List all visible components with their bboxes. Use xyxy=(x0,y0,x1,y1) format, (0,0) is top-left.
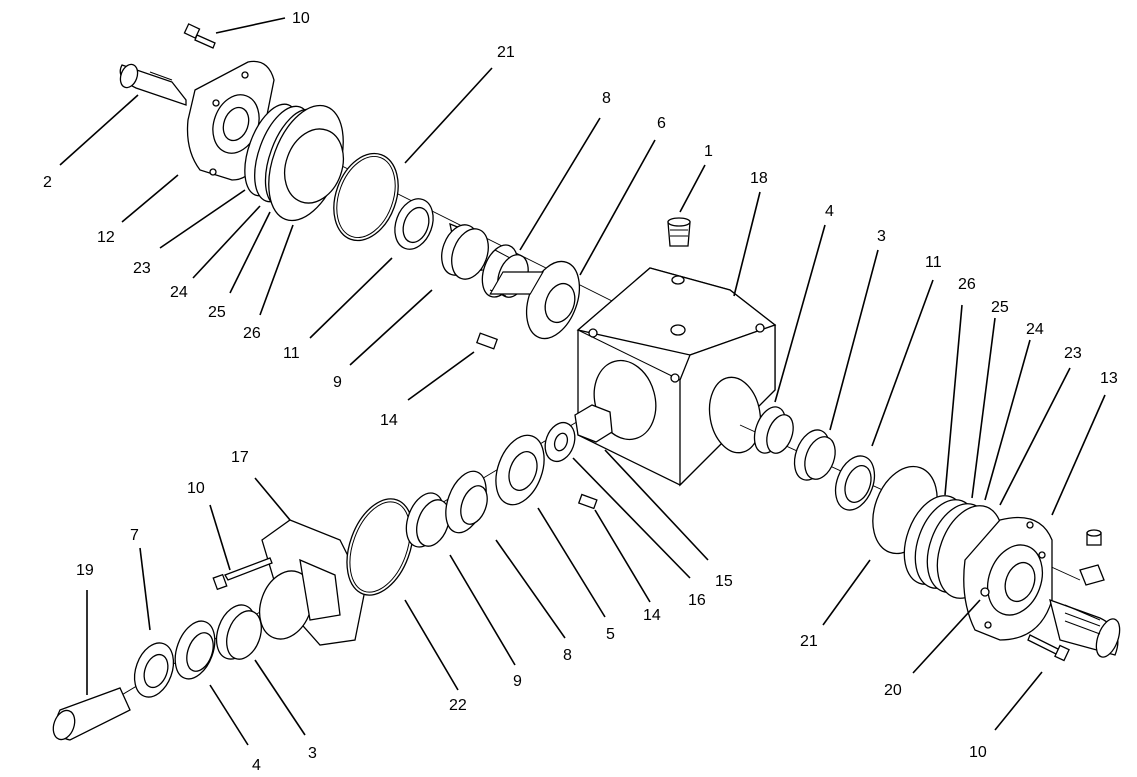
bearing-cone-right xyxy=(753,406,794,454)
callout-6: 6 xyxy=(657,115,666,132)
callout-3-right: 3 xyxy=(877,228,886,245)
callout-16: 16 xyxy=(688,592,706,609)
callout-2: 2 xyxy=(43,174,52,191)
callout-1: 1 xyxy=(704,143,713,160)
fill-plug xyxy=(667,217,691,247)
callout-26-right: 26 xyxy=(958,276,976,293)
callout-15: 15 xyxy=(715,573,733,590)
o-ring-upper xyxy=(333,152,399,242)
callout-12: 12 xyxy=(97,229,115,246)
end-housing xyxy=(258,519,366,646)
key-lower xyxy=(577,493,598,510)
bolt-top xyxy=(183,23,216,49)
o-ring-lower xyxy=(346,498,414,596)
bolt-lower xyxy=(212,557,273,591)
bolt-right xyxy=(1027,634,1070,662)
callout-22: 22 xyxy=(449,697,467,714)
seal-upper xyxy=(394,198,434,250)
callout-25-right: 25 xyxy=(991,299,1009,316)
set-screw xyxy=(1079,529,1105,586)
callout-24-left: 24 xyxy=(170,284,188,301)
callout-21-top: 21 xyxy=(497,44,515,61)
bearing-cone-lower xyxy=(174,620,216,680)
callout-21-right: 21 xyxy=(800,633,818,650)
bearing-cup-lower-inner xyxy=(405,492,450,548)
callout-11-left: 11 xyxy=(283,345,300,362)
hex-nut xyxy=(574,404,613,443)
callout-9-lower: 9 xyxy=(513,673,522,690)
output-shaft xyxy=(52,687,131,741)
seal-right xyxy=(834,455,876,511)
callout-17: 17 xyxy=(231,449,249,466)
callout-14-lower: 14 xyxy=(643,607,661,624)
callout-26-left: 26 xyxy=(243,325,261,342)
callout-4-lower: 4 xyxy=(252,757,261,774)
callout-25-left: 25 xyxy=(208,304,226,321)
callout-20: 20 xyxy=(884,682,902,699)
bevel-gear-upper xyxy=(525,260,581,340)
callout-4-right: 4 xyxy=(825,203,834,220)
bearing-cup-right xyxy=(793,429,836,481)
callout-7: 7 xyxy=(130,527,139,544)
seal-lower xyxy=(133,642,175,698)
pulley-sheave xyxy=(244,103,344,222)
callout-23-left: 23 xyxy=(133,260,151,277)
callout-14-top: 14 xyxy=(380,412,398,429)
bearing-cup-lower xyxy=(215,604,262,660)
splined-shaft xyxy=(1049,598,1121,658)
callout-labels: 10 2 12 21 23 24 25 26 11 9 8 6 14 1 18 … xyxy=(43,10,1118,774)
callout-10-top: 10 xyxy=(292,10,310,27)
callout-23-right: 23 xyxy=(1064,345,1082,362)
callout-8-lower: 8 xyxy=(563,647,572,664)
callout-8-top: 8 xyxy=(602,90,611,107)
flange-plate-right xyxy=(963,516,1053,641)
callout-19: 19 xyxy=(76,562,94,579)
callout-10-lower: 10 xyxy=(187,480,205,497)
callout-3-lower: 3 xyxy=(308,745,317,762)
callout-9-top: 9 xyxy=(333,374,342,391)
bearing-cup-upper xyxy=(441,222,489,280)
callout-13: 13 xyxy=(1100,370,1118,387)
callout-24-right: 24 xyxy=(1026,321,1044,338)
callout-18: 18 xyxy=(750,170,768,187)
bevel-gear-lower xyxy=(495,434,545,506)
callout-5: 5 xyxy=(606,626,615,643)
washer xyxy=(544,421,576,463)
bearing-cone-lower-inner xyxy=(445,470,488,534)
input-shaft xyxy=(119,63,187,106)
key-upper xyxy=(475,332,499,350)
callout-11-right: 11 xyxy=(925,254,942,271)
leader-lines xyxy=(59,17,1106,746)
callout-10-right: 10 xyxy=(969,744,987,761)
